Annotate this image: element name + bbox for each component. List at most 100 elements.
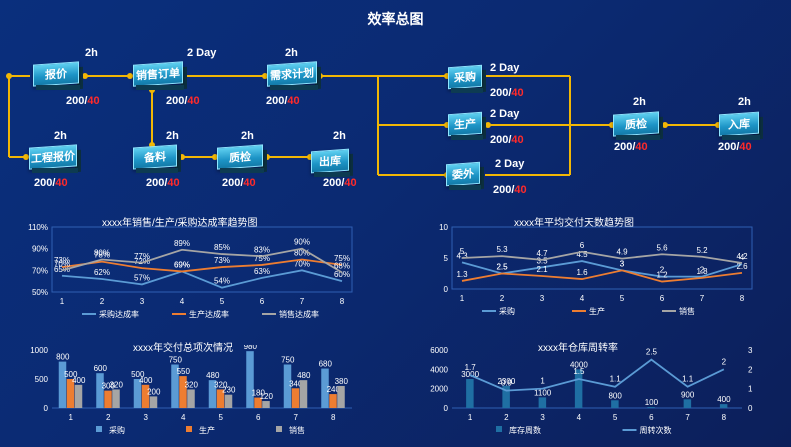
- data-label: 550: [177, 367, 191, 376]
- data-label: 300: [102, 382, 116, 391]
- bar: [208, 380, 217, 408]
- data-label: 1.1: [610, 375, 622, 384]
- chart4-svg: 0200040006000012313000223003110044000580…: [430, 346, 753, 435]
- x-tick-label: 5: [620, 294, 625, 303]
- bar: [246, 351, 254, 408]
- bar: [299, 380, 308, 408]
- data-label: 0.9: [501, 379, 513, 388]
- data-label: 83%: [254, 245, 270, 254]
- flow-node-label: 质检: [217, 144, 263, 170]
- data-label: 750: [281, 356, 295, 365]
- bar: [683, 399, 692, 408]
- flow-node-time: 2 Day: [495, 158, 525, 170]
- data-label: 2: [660, 266, 665, 275]
- x-tick-label: 2: [500, 294, 505, 303]
- y-tick-label: 110%: [28, 223, 48, 232]
- data-label: 4: [740, 253, 745, 262]
- x-tick-label: 1: [60, 297, 65, 306]
- data-label: 2300: [497, 377, 515, 386]
- data-label: 480: [206, 371, 220, 380]
- data-label: 980: [244, 345, 258, 351]
- bar: [187, 389, 195, 408]
- data-label: 600: [94, 364, 108, 373]
- flow-node-count: 200/40: [34, 177, 68, 189]
- series-line-2: [61, 258, 343, 273]
- y-tick-label: 10: [439, 223, 448, 232]
- x-tick-label: 3: [144, 413, 149, 422]
- flow-node-count: 200/40: [614, 141, 648, 153]
- y-tick-label: 0: [44, 404, 49, 413]
- data-label: 60%: [334, 270, 350, 279]
- flow-node-time: 2h: [738, 96, 751, 108]
- legend-swatch: [96, 426, 102, 432]
- bar: [216, 389, 225, 408]
- flow-node-beiliao[interactable]: 备料: [133, 144, 181, 174]
- data-label: 400: [72, 376, 86, 385]
- flow-node-shengchan[interactable]: 生产: [448, 111, 486, 141]
- data-label: 1.7: [465, 363, 477, 372]
- flow-node-time: 2h: [633, 96, 646, 108]
- flow-node-time: 2h: [241, 130, 254, 142]
- bar: [502, 385, 510, 408]
- bar: [58, 361, 67, 408]
- x-tick-label: 7: [700, 294, 705, 303]
- flow-node-chuku[interactable]: 出库: [311, 148, 353, 178]
- bar: [224, 394, 233, 408]
- data-label: 89%: [174, 239, 190, 248]
- flow-node-caigou[interactable]: 采购: [448, 64, 486, 94]
- flow-node-count: 200/40: [266, 95, 300, 107]
- y2-tick-label: 0: [748, 404, 753, 413]
- data-label: 750: [169, 356, 183, 365]
- data-label: 1.6: [576, 268, 588, 277]
- flow-node-xiaoshou[interactable]: 销售订单: [133, 61, 187, 91]
- flow-node-count: 200/40: [490, 87, 524, 99]
- bar: [647, 407, 655, 408]
- legend-label: 采购: [499, 306, 515, 316]
- bar: [466, 379, 474, 408]
- flow-node-label: 工程报价: [29, 144, 77, 170]
- legend-label: 销售: [289, 425, 305, 435]
- data-label: 4.5: [576, 250, 588, 259]
- flow-node-ruku[interactable]: 入库: [719, 111, 763, 141]
- data-label: 5.2: [696, 246, 708, 255]
- flow-node-label: 生产: [448, 111, 482, 137]
- data-label: 4.7: [536, 249, 548, 258]
- bar: [141, 384, 150, 408]
- data-label: 3: [620, 259, 625, 268]
- y-tick-label: 4000: [430, 365, 448, 374]
- bar: [538, 397, 547, 408]
- flow-node-gongcheng[interactable]: 工程报价: [29, 144, 81, 174]
- x-tick-label: 1: [69, 413, 74, 422]
- bar: [611, 400, 619, 408]
- data-label: 63%: [254, 267, 270, 276]
- flow-node-count: 200/40: [493, 184, 527, 196]
- y2-tick-label: 1: [748, 385, 753, 394]
- x-tick-label: 4: [580, 294, 585, 303]
- data-label: 85%: [214, 243, 230, 252]
- data-label: 1: [540, 377, 545, 386]
- plot-area: [451, 226, 753, 290]
- data-label: 70%: [54, 259, 70, 268]
- flow-node-time: 2 Day: [490, 62, 520, 74]
- data-label: 54%: [214, 277, 230, 286]
- flow-node-xuqiu[interactable]: 需求计划: [267, 61, 321, 91]
- flow-node-label: 入库: [719, 111, 759, 137]
- flow-node-baojia[interactable]: 报价: [33, 61, 83, 91]
- chart4-title: xxxx年仓库周转率: [538, 343, 618, 354]
- data-label: 320: [185, 380, 199, 389]
- x-tick-label: 2: [100, 297, 105, 306]
- data-label: 75%: [254, 254, 270, 263]
- flow-node-count: 200/40: [166, 95, 200, 107]
- bar: [329, 394, 337, 408]
- flow-node-zhijian2[interactable]: 质检: [613, 111, 663, 141]
- flow-node-weiwai[interactable]: 委外: [446, 161, 484, 191]
- bar: [254, 397, 262, 408]
- y-tick-label: 1000: [30, 346, 48, 355]
- flow-node-label: 销售订单: [133, 61, 183, 87]
- data-label: 480: [297, 371, 311, 380]
- data-label: 75%: [334, 254, 350, 263]
- data-label: 1100: [534, 388, 552, 397]
- y-tick-label: 2000: [430, 385, 448, 394]
- flow-node-zhijian1[interactable]: 质检: [217, 144, 267, 174]
